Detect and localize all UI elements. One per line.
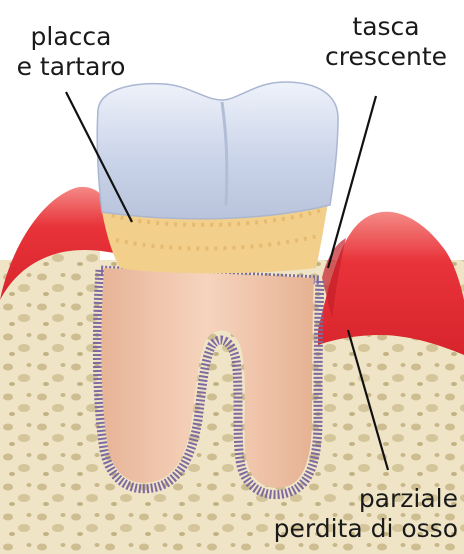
label-pocket-line2: crescente <box>308 42 464 72</box>
label-bone-loss-line1: parziale <box>230 484 458 514</box>
label-plaque-line1: placca <box>6 22 136 52</box>
tooth-crown <box>97 82 338 219</box>
label-pocket-line1: tasca <box>308 12 464 42</box>
label-bone-loss-line2: perdita di osso <box>230 514 458 544</box>
gum-right <box>318 212 464 355</box>
label-plaque-line2: e tartaro <box>6 52 136 82</box>
label-bone-loss: parziale perdita di osso <box>230 484 458 544</box>
label-plaque-tartar: placca e tartaro <box>6 22 136 82</box>
label-pocket: tasca crescente <box>308 12 464 72</box>
